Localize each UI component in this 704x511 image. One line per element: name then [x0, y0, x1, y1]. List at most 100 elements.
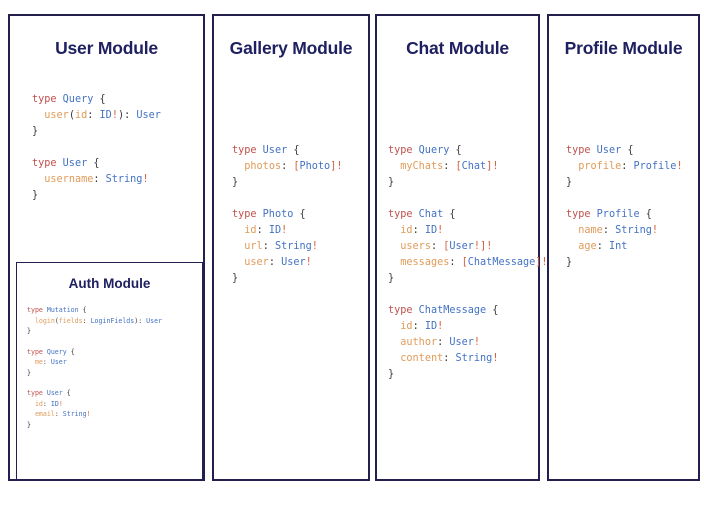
code-line: type Profile {	[566, 207, 698, 223]
code-token: User	[449, 337, 474, 348]
code-token: :	[42, 399, 51, 408]
code-token: photos	[244, 161, 282, 172]
code-block-spacer	[232, 191, 368, 207]
code-token	[388, 353, 400, 364]
code-line: }	[388, 271, 538, 287]
code-line: id: ID!	[388, 223, 538, 239]
module-card-auth[interactable]: Auth Module type Mutation { login(fields…	[16, 262, 203, 480]
module-title-user: User Module	[55, 38, 158, 58]
code-token	[232, 161, 244, 172]
code-token: User	[262, 145, 288, 156]
code-token: type	[27, 347, 47, 356]
module-title-auth: Auth Module	[68, 276, 151, 291]
code-token	[388, 257, 400, 268]
code-token: String	[62, 410, 87, 419]
code-token	[232, 225, 244, 236]
code-token: ID	[50, 399, 59, 408]
module-card-user[interactable]: User Module type Query { user(id: ID!): …	[8, 14, 205, 481]
module-card-gallery[interactable]: Gallery Module type User { photos: [Phot…	[212, 14, 370, 481]
code-block: type Query { myChats: [Chat]!}	[388, 143, 538, 191]
code-token: type	[32, 158, 63, 169]
code-block: type User { id: ID! email: String!}	[27, 388, 202, 430]
module-card-profile[interactable]: Profile Module type User { profile: Prof…	[547, 14, 700, 481]
code-token: id	[34, 399, 43, 408]
code-token: }	[27, 368, 31, 377]
code-token: }	[232, 177, 239, 188]
code-token: ChatMessage	[418, 305, 487, 316]
code-token: User	[596, 145, 622, 156]
code-token: ID	[99, 110, 112, 121]
code-token: :	[443, 161, 456, 172]
code-token: ):	[134, 316, 147, 325]
code-line: type ChatMessage {	[388, 303, 538, 319]
code-token: :	[412, 321, 425, 332]
code-token	[388, 321, 400, 332]
code-token: url	[244, 241, 263, 252]
code-token: {	[639, 209, 652, 220]
code-line: profile: Profile!	[566, 159, 698, 175]
code-token: }	[388, 273, 395, 284]
code-token: String	[615, 225, 652, 236]
code-token: :	[268, 257, 282, 268]
code-token	[27, 358, 35, 366]
code-token: }	[232, 273, 239, 284]
code-token: {	[486, 305, 499, 316]
code-token: ID	[424, 225, 438, 236]
code-token: :	[602, 225, 616, 236]
code-token	[232, 241, 244, 252]
code-token: User	[136, 110, 161, 121]
code-token: :	[262, 241, 275, 252]
code-token: User	[46, 389, 63, 398]
code-token: users	[400, 241, 431, 252]
code-block-spacer	[32, 140, 203, 156]
code-token	[388, 161, 400, 172]
code-line: id: ID!	[27, 399, 202, 409]
code-token: !	[473, 337, 481, 348]
code-token: User	[449, 241, 474, 252]
code-token: type	[232, 145, 263, 156]
code-token: :	[82, 316, 91, 325]
code-line: users: [User!]!	[388, 239, 538, 255]
code-token: :	[449, 257, 462, 268]
code-line: name: String!	[566, 223, 698, 239]
code-line: type Mutation {	[27, 305, 202, 315]
code-token: !	[437, 321, 444, 332]
code-token: User	[50, 358, 67, 367]
module-title-profile: Profile Module	[564, 38, 683, 58]
code-token: {	[93, 94, 106, 105]
code-line: }	[32, 124, 203, 140]
code-token: type	[388, 145, 419, 156]
code-token: type	[388, 209, 419, 220]
code-token: (	[68, 110, 75, 121]
code-token: Int	[608, 241, 628, 252]
code-token: ):	[117, 110, 137, 121]
code-line: type Photo {	[232, 207, 368, 223]
code-token: :	[281, 161, 294, 172]
code-token: !	[281, 225, 288, 236]
code-token: [	[293, 161, 300, 172]
code-token: {	[87, 158, 100, 169]
code-token: {	[62, 389, 71, 398]
code-line: url: String!	[232, 239, 368, 255]
code-token: }	[388, 369, 395, 380]
code-token: {	[66, 347, 75, 356]
code-block: type User { username: String!}	[32, 156, 203, 204]
code-line: type Query {	[32, 92, 203, 108]
code-line: username: String!	[32, 172, 203, 188]
code-token: !	[111, 110, 118, 121]
module-card-chat[interactable]: Chat Module type Query { myChats: [Chat]…	[375, 14, 548, 481]
code-block-spacer	[27, 336, 202, 346]
code-line: me: User	[27, 357, 202, 367]
code-line: user: User!	[232, 255, 368, 271]
code-line: type User {	[232, 143, 368, 159]
code-line: content: String!	[388, 351, 538, 367]
schema-code-profile: type User { profile: Profile!}type Profi…	[549, 143, 698, 271]
module-title-gallery: Gallery Module	[229, 38, 353, 58]
code-token: !	[473, 241, 481, 252]
code-token: Chat	[418, 209, 444, 220]
code-line: login(fields: LoginFields): User	[27, 316, 202, 326]
code-line: }	[27, 368, 202, 378]
code-token: type	[27, 389, 47, 398]
code-line: }	[388, 367, 538, 383]
code-line: }	[27, 420, 202, 430]
